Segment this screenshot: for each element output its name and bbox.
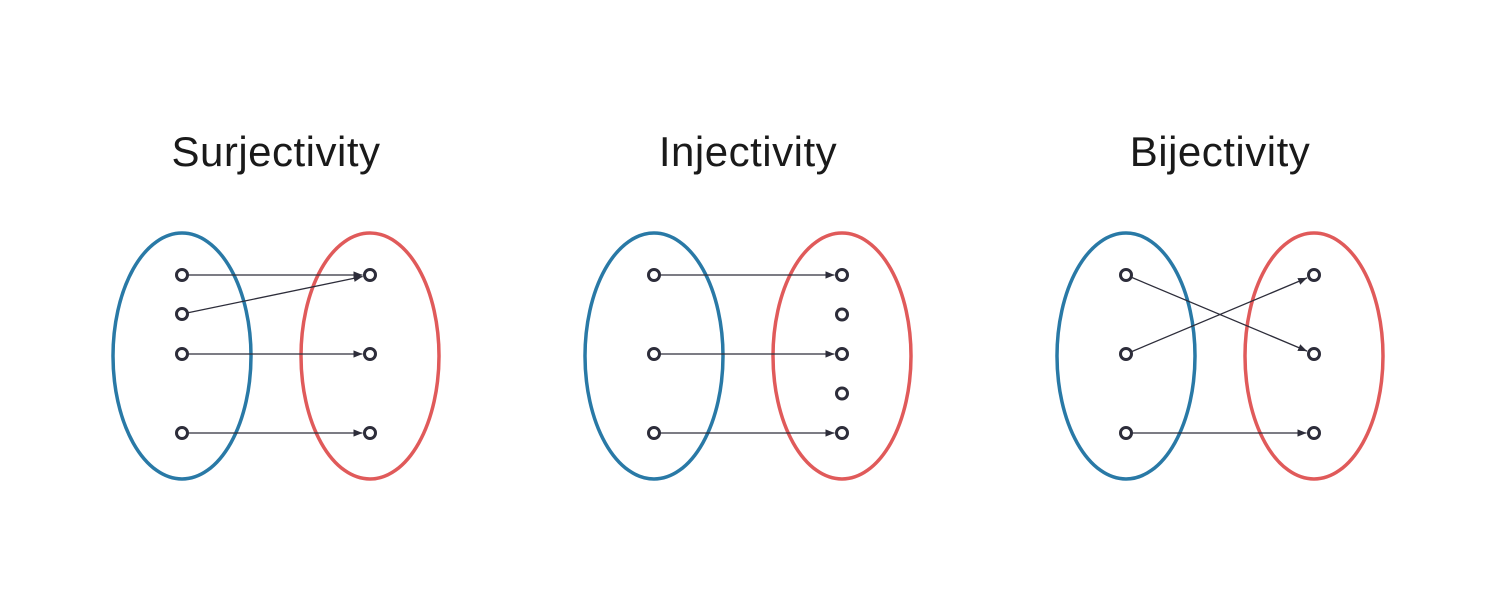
surjectivity-diagram	[111, 231, 441, 481]
injectivity-domain-element	[647, 426, 661, 440]
surjectivity-title: Surjectivity	[171, 128, 381, 175]
bijectivity-codomain-element	[1307, 347, 1321, 361]
bijectivity-mapping-arrow	[1130, 277, 1308, 353]
surjectivity-domain-element	[175, 426, 189, 440]
surjectivity-codomain-element	[363, 268, 377, 282]
bijectivity-codomain-ellipse	[1243, 231, 1385, 481]
bijectivity-domain-ellipse	[1055, 231, 1197, 481]
injectivity-codomain-element	[835, 386, 849, 401]
surjectivity-domain-ellipse	[111, 231, 253, 481]
injectivity-codomain-element	[835, 307, 849, 322]
injectivity-codomain-ellipse	[771, 231, 913, 481]
bijectivity-mapping-arrow	[1130, 276, 1308, 352]
surjectivity-codomain-element	[363, 426, 377, 440]
bijectivity-domain-element	[1119, 268, 1133, 282]
injectivity-codomain-element	[835, 426, 849, 440]
surjectivity-domain-element	[175, 307, 189, 321]
injectivity-codomain-element	[835, 347, 849, 361]
surjectivity-domain-element	[175, 268, 189, 282]
bijectivity-domain-element	[1119, 347, 1133, 361]
bijectivity-domain-element	[1119, 426, 1133, 440]
injectivity-codomain-element	[835, 268, 849, 282]
injectivity-diagram	[583, 231, 913, 481]
bijectivity-codomain-element	[1307, 268, 1321, 282]
bijectivity-diagram	[1055, 231, 1385, 481]
surjectivity-mapping-arrow	[187, 274, 363, 314]
bijectivity-title: Bijectivity	[1129, 128, 1311, 175]
injectivity-domain-element	[647, 347, 661, 361]
injectivity-domain-element	[647, 268, 661, 282]
surjectivity-domain-element	[175, 347, 189, 361]
surjectivity-codomain-ellipse	[299, 231, 441, 481]
surjectivity-codomain-element	[363, 347, 377, 361]
injectivity-domain-ellipse	[583, 231, 725, 481]
injectivity-title: Injectivity	[658, 128, 838, 175]
bijectivity-codomain-element	[1307, 426, 1321, 440]
